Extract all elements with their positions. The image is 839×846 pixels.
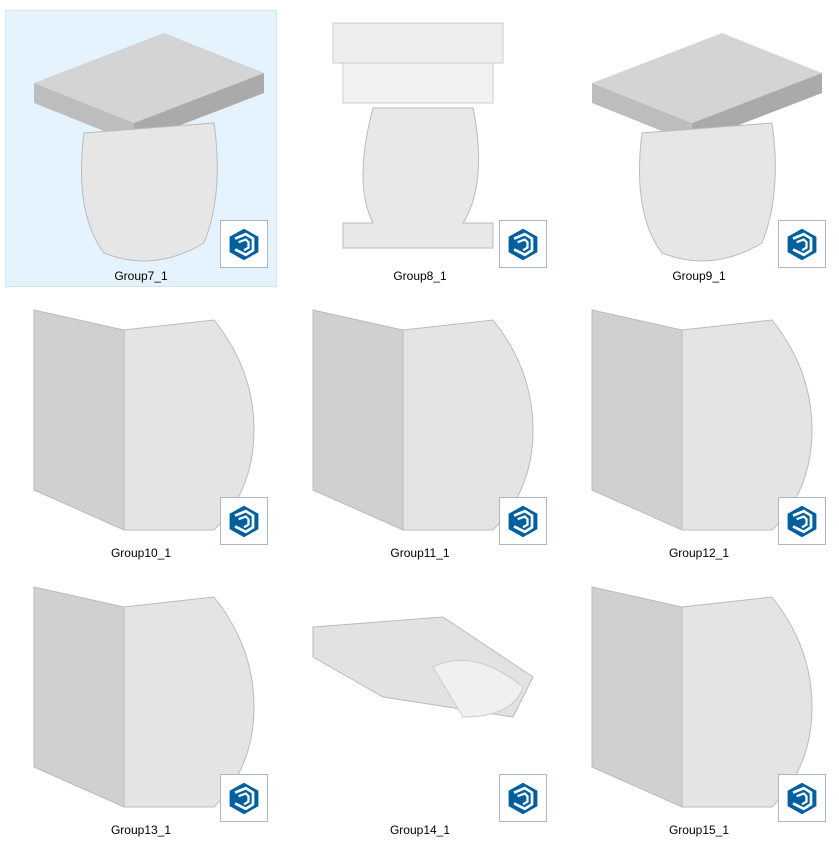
model-thumbnail	[293, 13, 549, 269]
file-item[interactable]: Group12_1	[563, 287, 835, 564]
sketchup-icon	[778, 497, 826, 545]
sketchup-icon	[778, 774, 826, 822]
file-name: Group12_1	[668, 546, 730, 560]
file-name: Group15_1	[668, 823, 730, 837]
file-name: Group13_1	[110, 823, 172, 837]
file-name: Group7_1	[114, 269, 168, 283]
file-item[interactable]: Group15_1	[563, 564, 835, 841]
file-item[interactable]: Group10_1	[5, 287, 277, 564]
file-item[interactable]: Group9_1	[563, 10, 835, 287]
file-item[interactable]: Group11_1	[284, 287, 556, 564]
file-item[interactable]: Group7_1	[5, 10, 277, 287]
sketchup-icon	[220, 497, 268, 545]
file-name: Group8_1	[393, 269, 447, 283]
model-thumbnail	[572, 290, 828, 546]
sketchup-icon	[220, 774, 268, 822]
file-name: Group11_1	[390, 546, 450, 560]
file-item[interactable]: Group13_1	[5, 564, 277, 841]
file-name: Group9_1	[672, 269, 726, 283]
model-thumbnail	[572, 567, 828, 823]
model-thumbnail	[14, 290, 270, 546]
sketchup-icon	[499, 774, 547, 822]
sketchup-icon	[778, 220, 826, 268]
model-thumbnail	[293, 567, 549, 823]
sketchup-icon	[499, 220, 547, 268]
model-thumbnail	[14, 13, 270, 269]
file-item[interactable]: Group14_1	[284, 564, 556, 841]
model-thumbnail	[293, 290, 549, 546]
sketchup-icon	[499, 497, 547, 545]
model-thumbnail	[572, 13, 828, 269]
file-item[interactable]: Group8_1	[284, 10, 556, 287]
file-name: Group14_1	[389, 823, 451, 837]
sketchup-icon	[220, 220, 268, 268]
file-name: Group10_1	[110, 546, 172, 560]
model-thumbnail	[14, 567, 270, 823]
